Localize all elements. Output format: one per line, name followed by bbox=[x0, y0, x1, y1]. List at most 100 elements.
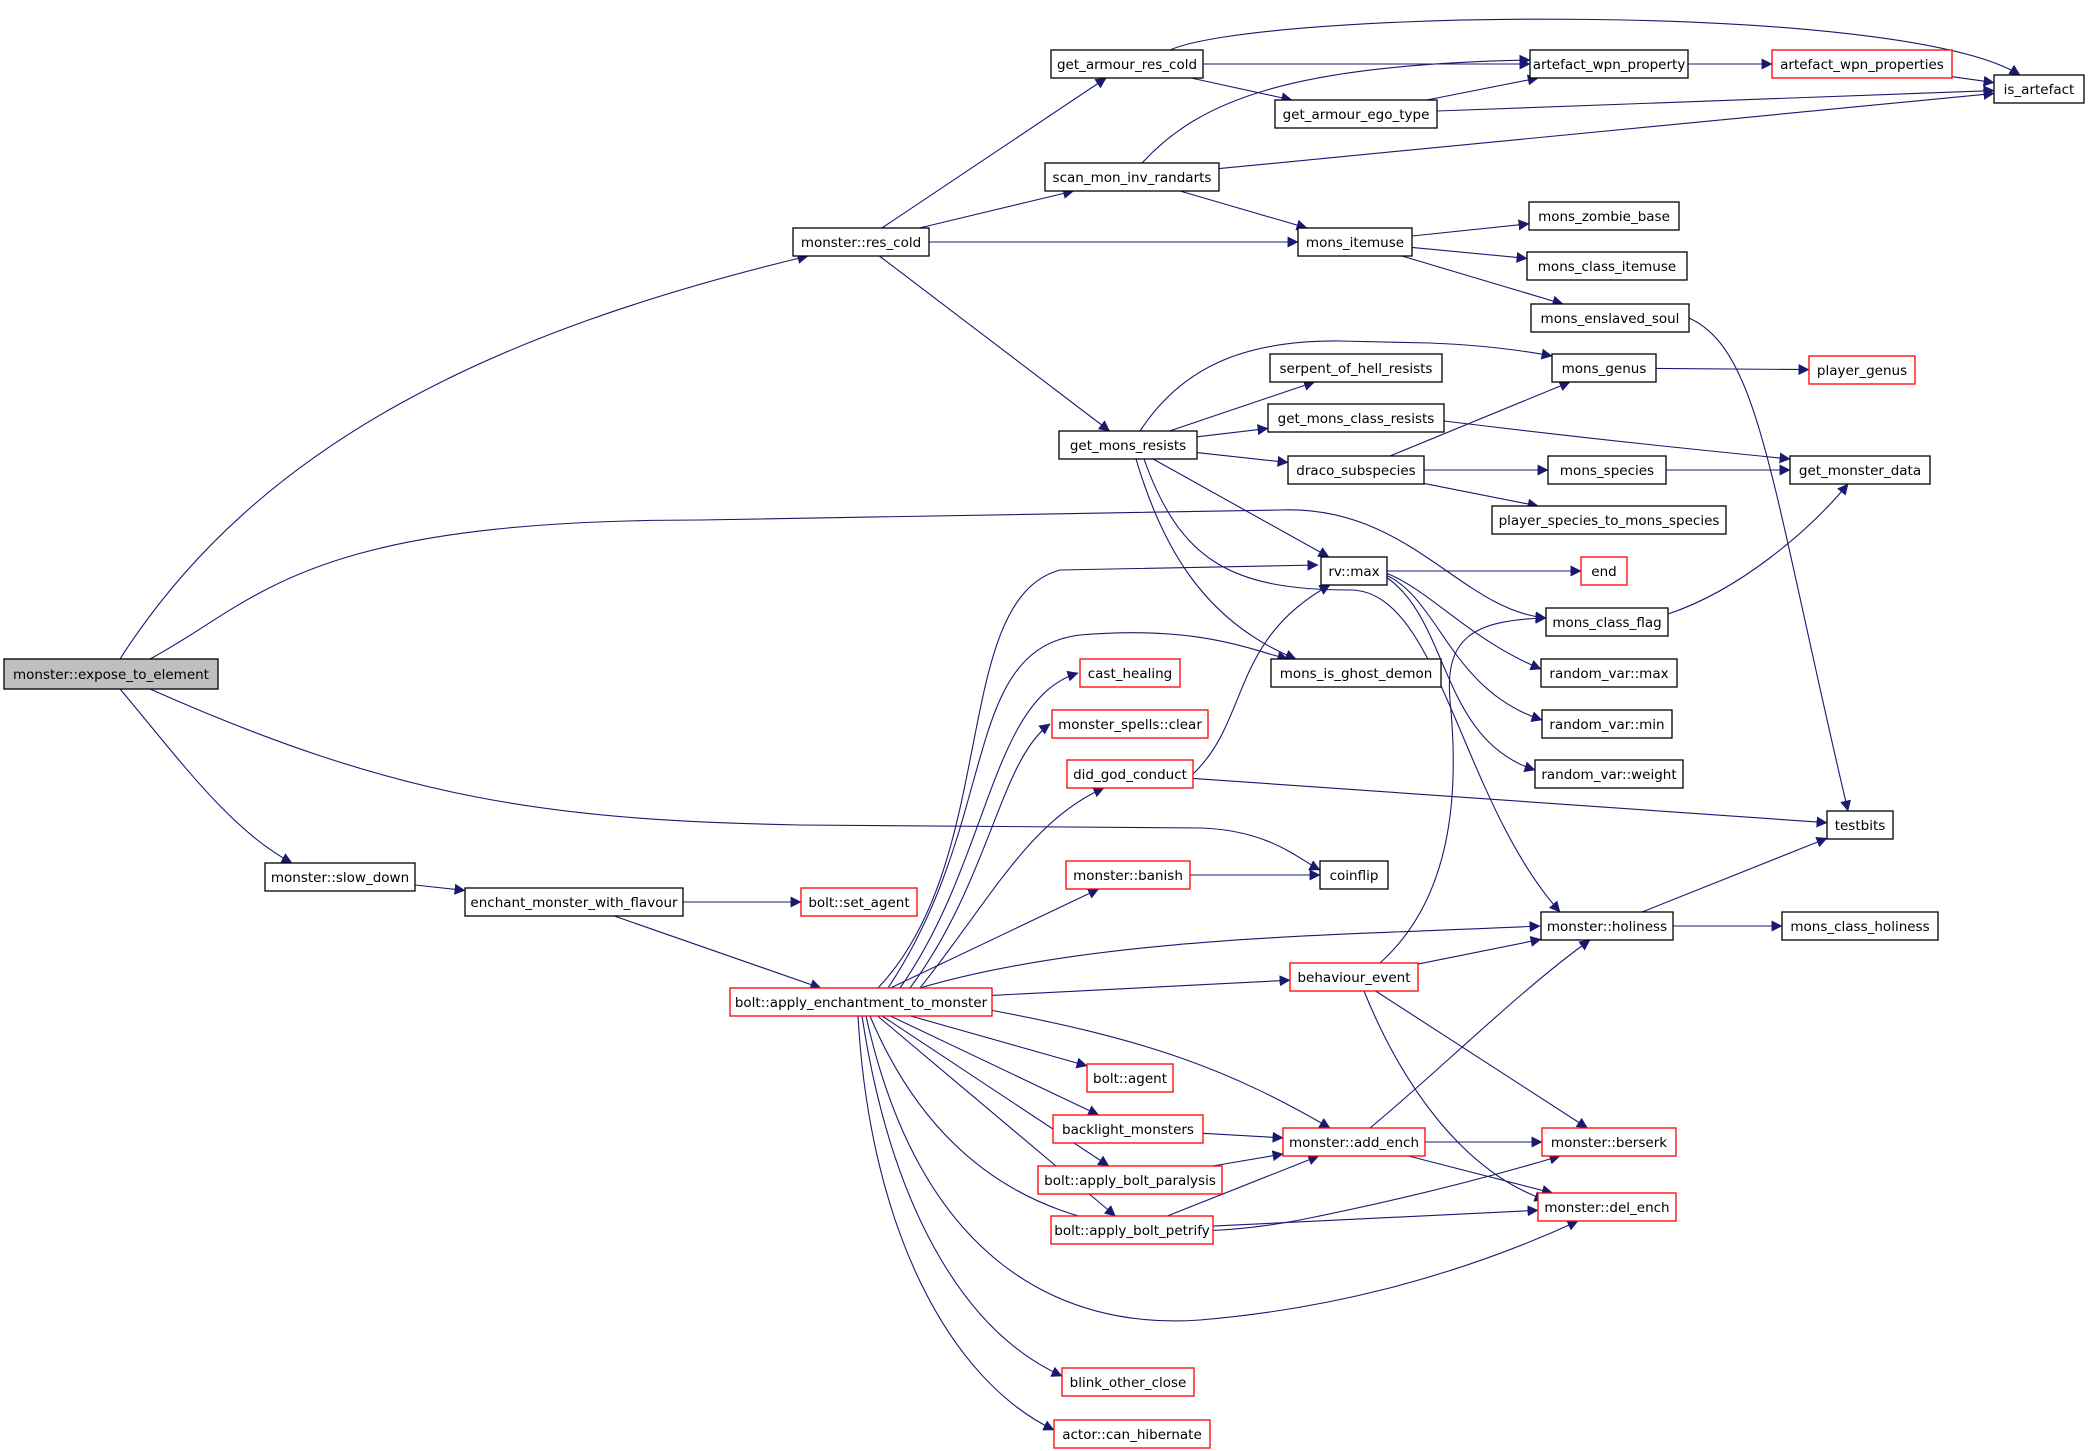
node-label: is_artefact bbox=[2004, 82, 2075, 98]
node-box bbox=[1826, 810, 1894, 840]
node-artefact-wpn-properties[interactable]: artefact_wpn_properties bbox=[1771, 49, 1953, 79]
node-mons-is-ghost-demon[interactable]: mons_is_ghost_demon bbox=[1270, 658, 1442, 688]
node-label: testbits bbox=[1835, 818, 1886, 834]
node-get-armour-res-cold[interactable]: get_armour_res_cold bbox=[1050, 49, 1204, 79]
node-bolt-set-agent[interactable]: bolt::set_agent bbox=[800, 887, 918, 917]
node-blink-other-close[interactable]: blink_other_close bbox=[1061, 1367, 1195, 1397]
node-actor-can-hibernate[interactable]: actor::can_hibernate bbox=[1053, 1419, 1211, 1449]
node-get-mons-resists[interactable]: get_mons_resists bbox=[1058, 430, 1198, 460]
call-edge-did_god_conduct-to-testbits bbox=[1192, 777, 1828, 828]
node-random-var-min[interactable]: random_var::min bbox=[1541, 709, 1673, 739]
node-rv-max[interactable]: rv::max bbox=[1320, 556, 1388, 586]
node-box bbox=[1297, 227, 1413, 257]
call-edge-res_cold-to-scan_mon_inv_randarts bbox=[919, 188, 1075, 229]
node-label: enchant_monster_with_flavour bbox=[470, 895, 678, 911]
call-edge-get_mons_resists-to-get_mons_class_resists bbox=[1196, 424, 1269, 438]
node-mons-zombie-base[interactable]: mons_zombie_base bbox=[1528, 201, 1680, 231]
node-box bbox=[1534, 759, 1684, 789]
node-label: backlight_monsters bbox=[1062, 1122, 1194, 1138]
node-backlight-monsters[interactable]: backlight_monsters bbox=[1052, 1114, 1204, 1144]
node-mons-itemuse[interactable]: mons_itemuse bbox=[1297, 227, 1413, 257]
node-random-var-max[interactable]: random_var::max bbox=[1540, 658, 1678, 688]
node-scan-mon-inv-randarts[interactable]: scan_mon_inv_randarts bbox=[1044, 162, 1220, 192]
node-mons-enslaved-soul[interactable]: mons_enslaved_soul bbox=[1530, 303, 1690, 333]
node-label: mons_enslaved_soul bbox=[1541, 311, 1680, 327]
node-get-monster-data[interactable]: get_monster_data bbox=[1789, 455, 1931, 485]
node-monster-add-ench[interactable]: monster::add_ench bbox=[1282, 1127, 1426, 1157]
node-label: monster::slow_down bbox=[271, 870, 409, 886]
node-draco-subspecies[interactable]: draco_subspecies bbox=[1287, 455, 1425, 485]
node-bolt-apply-bolt-paralysis[interactable]: bolt::apply_bolt_paralysis bbox=[1037, 1165, 1223, 1195]
call-edge-behaviour_event-to-monster_del_ench bbox=[1363, 990, 1546, 1202]
node-box bbox=[1320, 556, 1388, 586]
node-label: did_god_conduct bbox=[1073, 767, 1187, 783]
node-mons-species[interactable]: mons_species bbox=[1547, 455, 1667, 485]
call-edge-monster_add_ench-to-monster_holiness bbox=[1369, 939, 1591, 1129]
node-box bbox=[1580, 556, 1628, 586]
node-bolt-apply-bolt-petrify[interactable]: bolt::apply_bolt_petrify bbox=[1050, 1215, 1214, 1245]
node-mons-class-itemuse[interactable]: mons_class_itemuse bbox=[1526, 251, 1688, 281]
node-monster-banish[interactable]: monster::banish bbox=[1065, 860, 1191, 890]
node-get-armour-ego-type[interactable]: get_armour_ego_type bbox=[1274, 99, 1438, 129]
node-label: get_mons_resists bbox=[1070, 438, 1186, 454]
node-artefact-wpn-property[interactable]: artefact_wpn_property bbox=[1529, 49, 1689, 79]
node-box bbox=[1037, 1165, 1223, 1195]
node-res-cold[interactable]: monster::res_cold bbox=[792, 227, 930, 257]
node-box bbox=[1053, 1419, 1211, 1449]
call-edge-scan_mon_inv_randarts-to-mons_itemuse bbox=[1179, 190, 1308, 231]
node-player-genus[interactable]: player_genus bbox=[1808, 355, 1916, 385]
call-edge-get_mons_resists-to-draco_subspecies bbox=[1196, 452, 1289, 467]
node-box bbox=[1528, 201, 1680, 231]
node-random-var-weight[interactable]: random_var::weight bbox=[1534, 759, 1684, 789]
node-box bbox=[1547, 455, 1667, 485]
node-box bbox=[1526, 251, 1688, 281]
node-cast-healing[interactable]: cast_healing bbox=[1079, 658, 1181, 688]
node-box bbox=[464, 887, 684, 917]
node-box bbox=[1537, 1192, 1677, 1222]
node-label: rv::max bbox=[1328, 564, 1379, 580]
node-is-artefact[interactable]: is_artefact bbox=[1993, 74, 2085, 104]
node-enchant-monster-with-flavour[interactable]: enchant_monster_with_flavour bbox=[464, 887, 684, 917]
call-edge-res_cold-to-get_armour_res_cold bbox=[881, 77, 1107, 229]
node-coinflip[interactable]: coinflip bbox=[1319, 860, 1389, 890]
node-mons-class-flag[interactable]: mons_class_flag bbox=[1545, 607, 1669, 637]
node-behaviour-event[interactable]: behaviour_event bbox=[1289, 962, 1419, 992]
call-edge-draco_subspecies-to-mons_genus bbox=[1389, 380, 1571, 457]
call-edge-monster_holiness-to-testbits bbox=[1641, 836, 1828, 913]
node-box bbox=[1771, 49, 1953, 79]
call-edge-rv_max-to-random_var_max bbox=[1385, 572, 1542, 671]
node-label: random_var::max bbox=[1549, 666, 1668, 682]
node-serpent-of-hell-resists[interactable]: serpent_of_hell_resists bbox=[1269, 353, 1443, 383]
node-label: bolt::apply_enchantment_to_monster bbox=[735, 995, 988, 1011]
node-label: end bbox=[1591, 564, 1616, 580]
node-get-mons-class-resists[interactable]: get_mons_class_resists bbox=[1267, 403, 1445, 433]
node-label: cast_healing bbox=[1088, 666, 1173, 682]
node-slow-down[interactable]: monster::slow_down bbox=[264, 862, 416, 892]
node-mons-genus[interactable]: mons_genus bbox=[1551, 353, 1657, 383]
node-box bbox=[792, 227, 930, 257]
node-did-god-conduct[interactable]: did_god_conduct bbox=[1066, 759, 1194, 789]
node-label: mons_zombie_base bbox=[1538, 209, 1670, 225]
node-label: player_genus bbox=[1817, 363, 1907, 379]
node-monster-holiness[interactable]: monster::holiness bbox=[1540, 911, 1674, 941]
node-label: monster::res_cold bbox=[801, 235, 921, 251]
node-monster-del-ench[interactable]: monster::del_ench bbox=[1537, 1192, 1677, 1222]
node-mons-class-holiness[interactable]: mons_class_holiness bbox=[1781, 911, 1939, 941]
node-label: player_species_to_mons_species bbox=[1499, 513, 1720, 529]
node-player-species-to-mons-species[interactable]: player_species_to_mons_species bbox=[1491, 505, 1727, 535]
call-edge-expose_to_element-to-res_cold bbox=[119, 253, 809, 660]
call-edge-enchant_monster_with_flavour-to-bolt_apply_enchantment_to_monster bbox=[614, 915, 822, 990]
node-bolt-apply-enchantment-to-monster[interactable]: bolt::apply_enchantment_to_monster bbox=[729, 987, 993, 1017]
node-bolt-agent[interactable]: bolt::agent bbox=[1086, 1063, 1174, 1093]
node-testbits[interactable]: testbits bbox=[1826, 810, 1894, 840]
call-edge-get_armour_ego_type-to-is_artefact bbox=[1436, 85, 1995, 112]
node-monster-berserk[interactable]: monster::berserk bbox=[1541, 1127, 1677, 1157]
call-edge-bolt_apply_bolt_petrify-to-monster_add_ench bbox=[1167, 1154, 1320, 1217]
node-monster-spells-clear[interactable]: monster_spells::clear bbox=[1051, 709, 1209, 739]
node-box bbox=[1270, 658, 1442, 688]
node-box bbox=[1545, 607, 1669, 637]
node-box bbox=[800, 887, 918, 917]
call-edge-slow_down-to-enchant_monster_with_flavour bbox=[414, 883, 466, 895]
call-edge-bolt_apply_enchantment_to_monster-to-actor_can_hibernate bbox=[857, 1015, 1055, 1431]
node-end[interactable]: end bbox=[1580, 556, 1628, 586]
